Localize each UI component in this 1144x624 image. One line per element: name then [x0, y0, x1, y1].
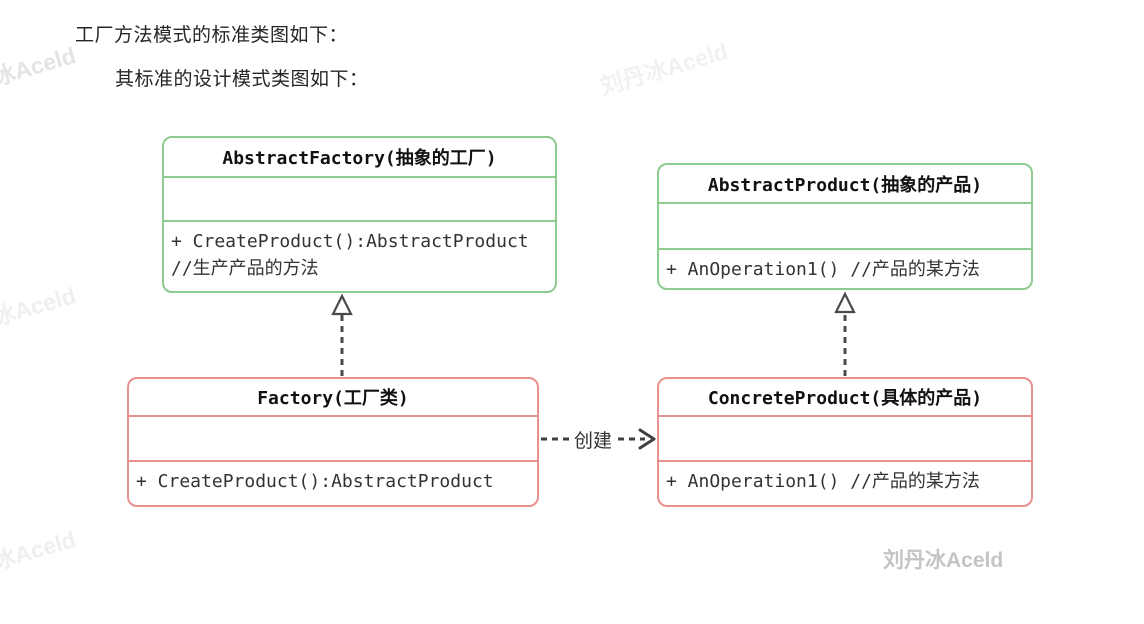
uml-class-factory: Factory(工厂类) + CreateProduct():AbstractP…	[127, 377, 539, 507]
class-title: ConcreteProduct(具体的产品)	[659, 379, 1031, 417]
class-methods: + AnOperation1() //产品的某方法	[659, 250, 1031, 288]
class-attributes-empty	[659, 417, 1031, 462]
heading-line-1: 工厂方法模式的标准类图如下：	[75, 25, 349, 46]
class-attributes-empty	[659, 204, 1031, 250]
hollow-triangle-arrowhead	[834, 291, 856, 314]
method-line: + CreateProduct():AbstractProduct	[171, 231, 529, 252]
heading-line-2: 其标准的设计模式类图如下：	[115, 69, 369, 90]
realization-arrow-product	[834, 291, 856, 376]
hollow-triangle-arrowhead	[331, 293, 353, 316]
class-attributes-empty	[129, 417, 537, 462]
create-dependency-label: 创建	[571, 426, 616, 453]
class-title: AbstractFactory(抽象的工厂)	[164, 138, 555, 178]
class-methods: + CreateProduct():AbstractProduct //生产产品…	[164, 222, 555, 291]
class-title: Factory(工厂类)	[129, 379, 537, 417]
author-signature: 刘丹冰Aceld	[883, 549, 1004, 572]
realization-arrow-factory	[331, 293, 353, 376]
uml-class-abstract-factory: AbstractFactory(抽象的工厂) + CreateProduct()…	[162, 136, 557, 293]
class-methods: + CreateProduct():AbstractProduct	[129, 462, 537, 505]
uml-class-concrete-product: ConcreteProduct(具体的产品) + AnOperation1() …	[657, 377, 1033, 507]
class-attributes-empty	[164, 178, 555, 222]
open-arrowhead	[638, 428, 656, 450]
uml-class-abstract-product: AbstractProduct(抽象的产品) + AnOperation1() …	[657, 163, 1033, 290]
method-line: + AnOperation1() //产品的某方法	[666, 259, 980, 280]
dependency-arrow-create	[541, 428, 656, 450]
method-comment-line: //生产产品的方法	[171, 258, 319, 279]
class-methods: + AnOperation1() //产品的某方法	[659, 462, 1031, 505]
class-title: AbstractProduct(抽象的产品)	[659, 165, 1031, 204]
method-line: + AnOperation1() //产品的某方法	[666, 471, 980, 492]
method-line: + CreateProduct():AbstractProduct	[136, 471, 494, 492]
